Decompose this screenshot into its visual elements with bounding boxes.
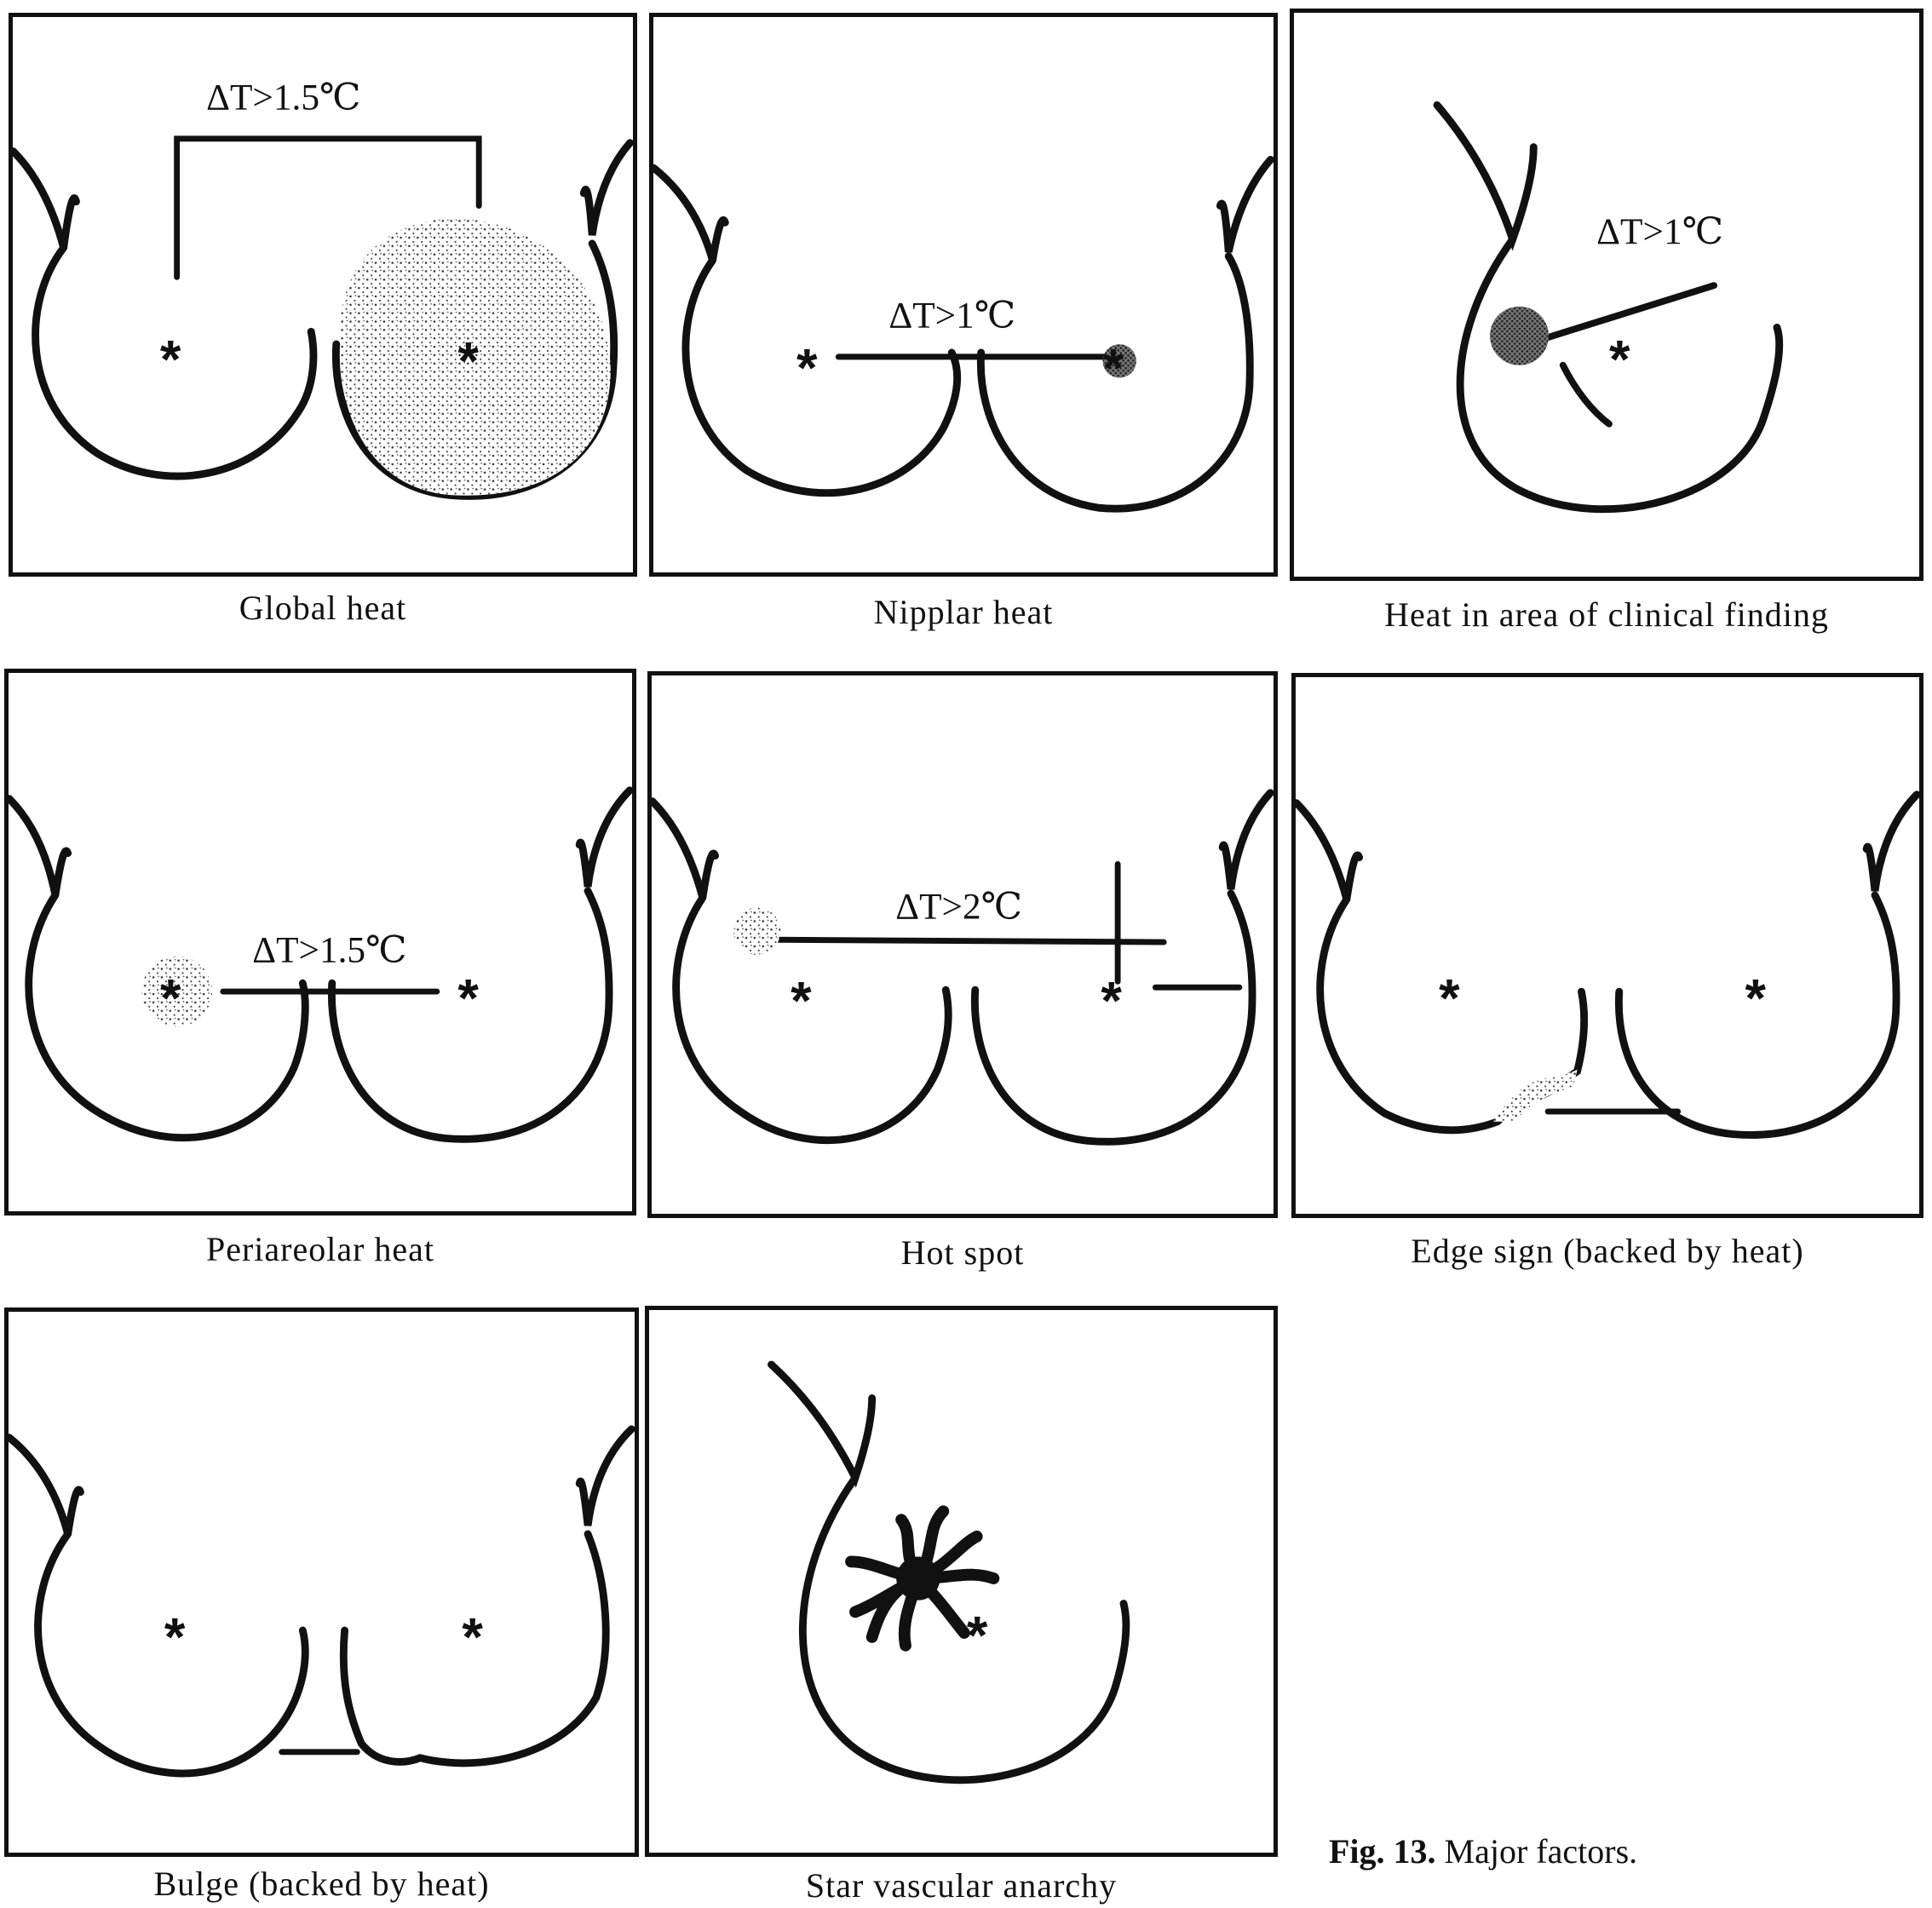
- hot-spot-diagram: ΔT>2℃ * *: [652, 675, 1274, 1214]
- nipple-marker: *: [967, 1606, 988, 1666]
- figure-caption: Fig. 13. Major factors.: [1329, 1831, 1637, 1871]
- nipple-marker-right: *: [1101, 972, 1122, 1032]
- caption-edge-sign: Edge sign (backed by heat): [1291, 1231, 1923, 1271]
- figure-title: Major factors.: [1445, 1832, 1638, 1871]
- panel-hot-spot: ΔT>2℃ * *: [647, 671, 1278, 1218]
- panel-edge-sign: * *: [1291, 673, 1923, 1218]
- edge-sign-diagram: * *: [1296, 677, 1919, 1214]
- delta-temperature-label: ΔT>1.5℃: [206, 77, 360, 118]
- panel-heat-clinical-finding: ΔT>1℃ *: [1290, 9, 1923, 581]
- caption-heat-clinical-finding: Heat in area of clinical finding: [1290, 595, 1923, 635]
- caption-hot-spot: Hot spot: [647, 1233, 1278, 1273]
- periareolar-heat-diagram: ΔT>1.5℃ * *: [9, 673, 632, 1211]
- panel-global-heat: ΔT>1.5℃ * *: [9, 13, 637, 577]
- nipple-marker-right: *: [1102, 338, 1124, 398]
- panel-nipplar-heat: ΔT>1℃ * *: [649, 13, 1278, 577]
- caption-nipplar-heat: Nipplar heat: [649, 592, 1278, 632]
- nipple-marker-left: *: [796, 338, 818, 398]
- delta-temperature-label: ΔT>1℃: [1596, 211, 1723, 252]
- bulge-diagram: * *: [9, 1312, 635, 1853]
- panel-star-vascular-anarchy: *: [645, 1306, 1278, 1857]
- nipple-marker-left: *: [1439, 969, 1460, 1029]
- caption-periareolar-heat: Periareolar heat: [4, 1229, 636, 1269]
- caption-global-heat: Global heat: [9, 588, 637, 628]
- nipple-marker-left: *: [791, 972, 812, 1032]
- figure-label: Fig. 13.: [1329, 1832, 1436, 1871]
- nipple-marker-right: *: [457, 969, 479, 1029]
- nipple-marker-right: *: [462, 1608, 483, 1668]
- nipple-marker: *: [1609, 330, 1630, 390]
- nipple-marker-left: *: [160, 969, 181, 1029]
- global-heat-diagram: ΔT>1.5℃ * *: [13, 17, 633, 572]
- delta-temperature-label: ΔT>1℃: [888, 295, 1015, 336]
- delta-temperature-label: ΔT>1.5℃: [252, 930, 406, 971]
- delta-temperature-label: ΔT>2℃: [895, 886, 1022, 927]
- caption-star-vascular-anarchy: Star vascular anarchy: [645, 1865, 1278, 1905]
- clinical-finding-diagram: ΔT>1℃ *: [1294, 13, 1919, 577]
- star-vascular-diagram: *: [649, 1310, 1274, 1853]
- nipple-marker-right: *: [458, 331, 480, 391]
- panel-bulge: * *: [4, 1307, 639, 1857]
- heat-area: [1490, 307, 1549, 365]
- caption-bulge: Bulge (backed by heat): [4, 1864, 639, 1904]
- nipple-marker-left: *: [160, 330, 181, 390]
- nipplar-heat-diagram: ΔT>1℃ * *: [653, 17, 1274, 572]
- nipple-marker-left: *: [164, 1608, 186, 1668]
- panel-periareolar-heat: ΔT>1.5℃ * *: [4, 669, 636, 1215]
- nipple-marker-right: *: [1745, 969, 1766, 1029]
- hot-spot-area: [733, 908, 780, 955]
